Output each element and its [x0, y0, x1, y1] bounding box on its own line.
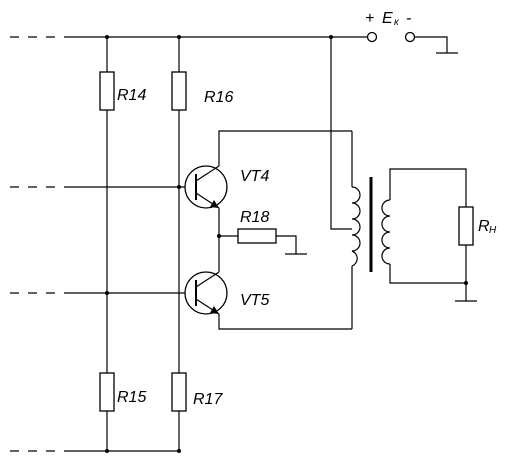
- label-supply-plus: +: [365, 10, 374, 27]
- label-r14: R14: [117, 87, 146, 104]
- resistor-r18: [237, 228, 277, 244]
- label-r17: R17: [193, 391, 223, 408]
- label-load-sub: Н: [489, 225, 497, 236]
- top-rail: [10, 31, 458, 54]
- label-supply-minus: -: [406, 10, 411, 27]
- resistor-r15: [99, 372, 115, 412]
- label-supply-sub: к: [394, 17, 400, 28]
- transformer-primary: [330, 37, 361, 329]
- label-r15: R15: [117, 389, 146, 406]
- resistor-r16: [171, 71, 187, 111]
- divider-left: [99, 37, 115, 451]
- supply-terminal-minus: [404, 31, 416, 43]
- supply-terminal-plus: [366, 31, 378, 43]
- label-vt5: VT5: [240, 292, 269, 309]
- bottom-rail: [10, 449, 181, 453]
- label-r16: R16: [204, 89, 233, 106]
- label-load-r: R: [478, 218, 490, 235]
- resistor-r14: [99, 71, 115, 111]
- r18-branch: [217, 208, 307, 272]
- transformer-secondary: [381, 168, 477, 302]
- transistor-vt5: [184, 271, 352, 330]
- input-lines: [10, 186, 196, 294]
- divider-right: [171, 37, 187, 451]
- resistor-r17: [171, 372, 187, 412]
- label-r18: R18: [240, 209, 269, 226]
- transistor-vt4: [184, 130, 352, 209]
- resistor-load: [458, 206, 474, 246]
- label-supply-e: E: [382, 10, 393, 27]
- label-vt4: VT4: [240, 168, 269, 185]
